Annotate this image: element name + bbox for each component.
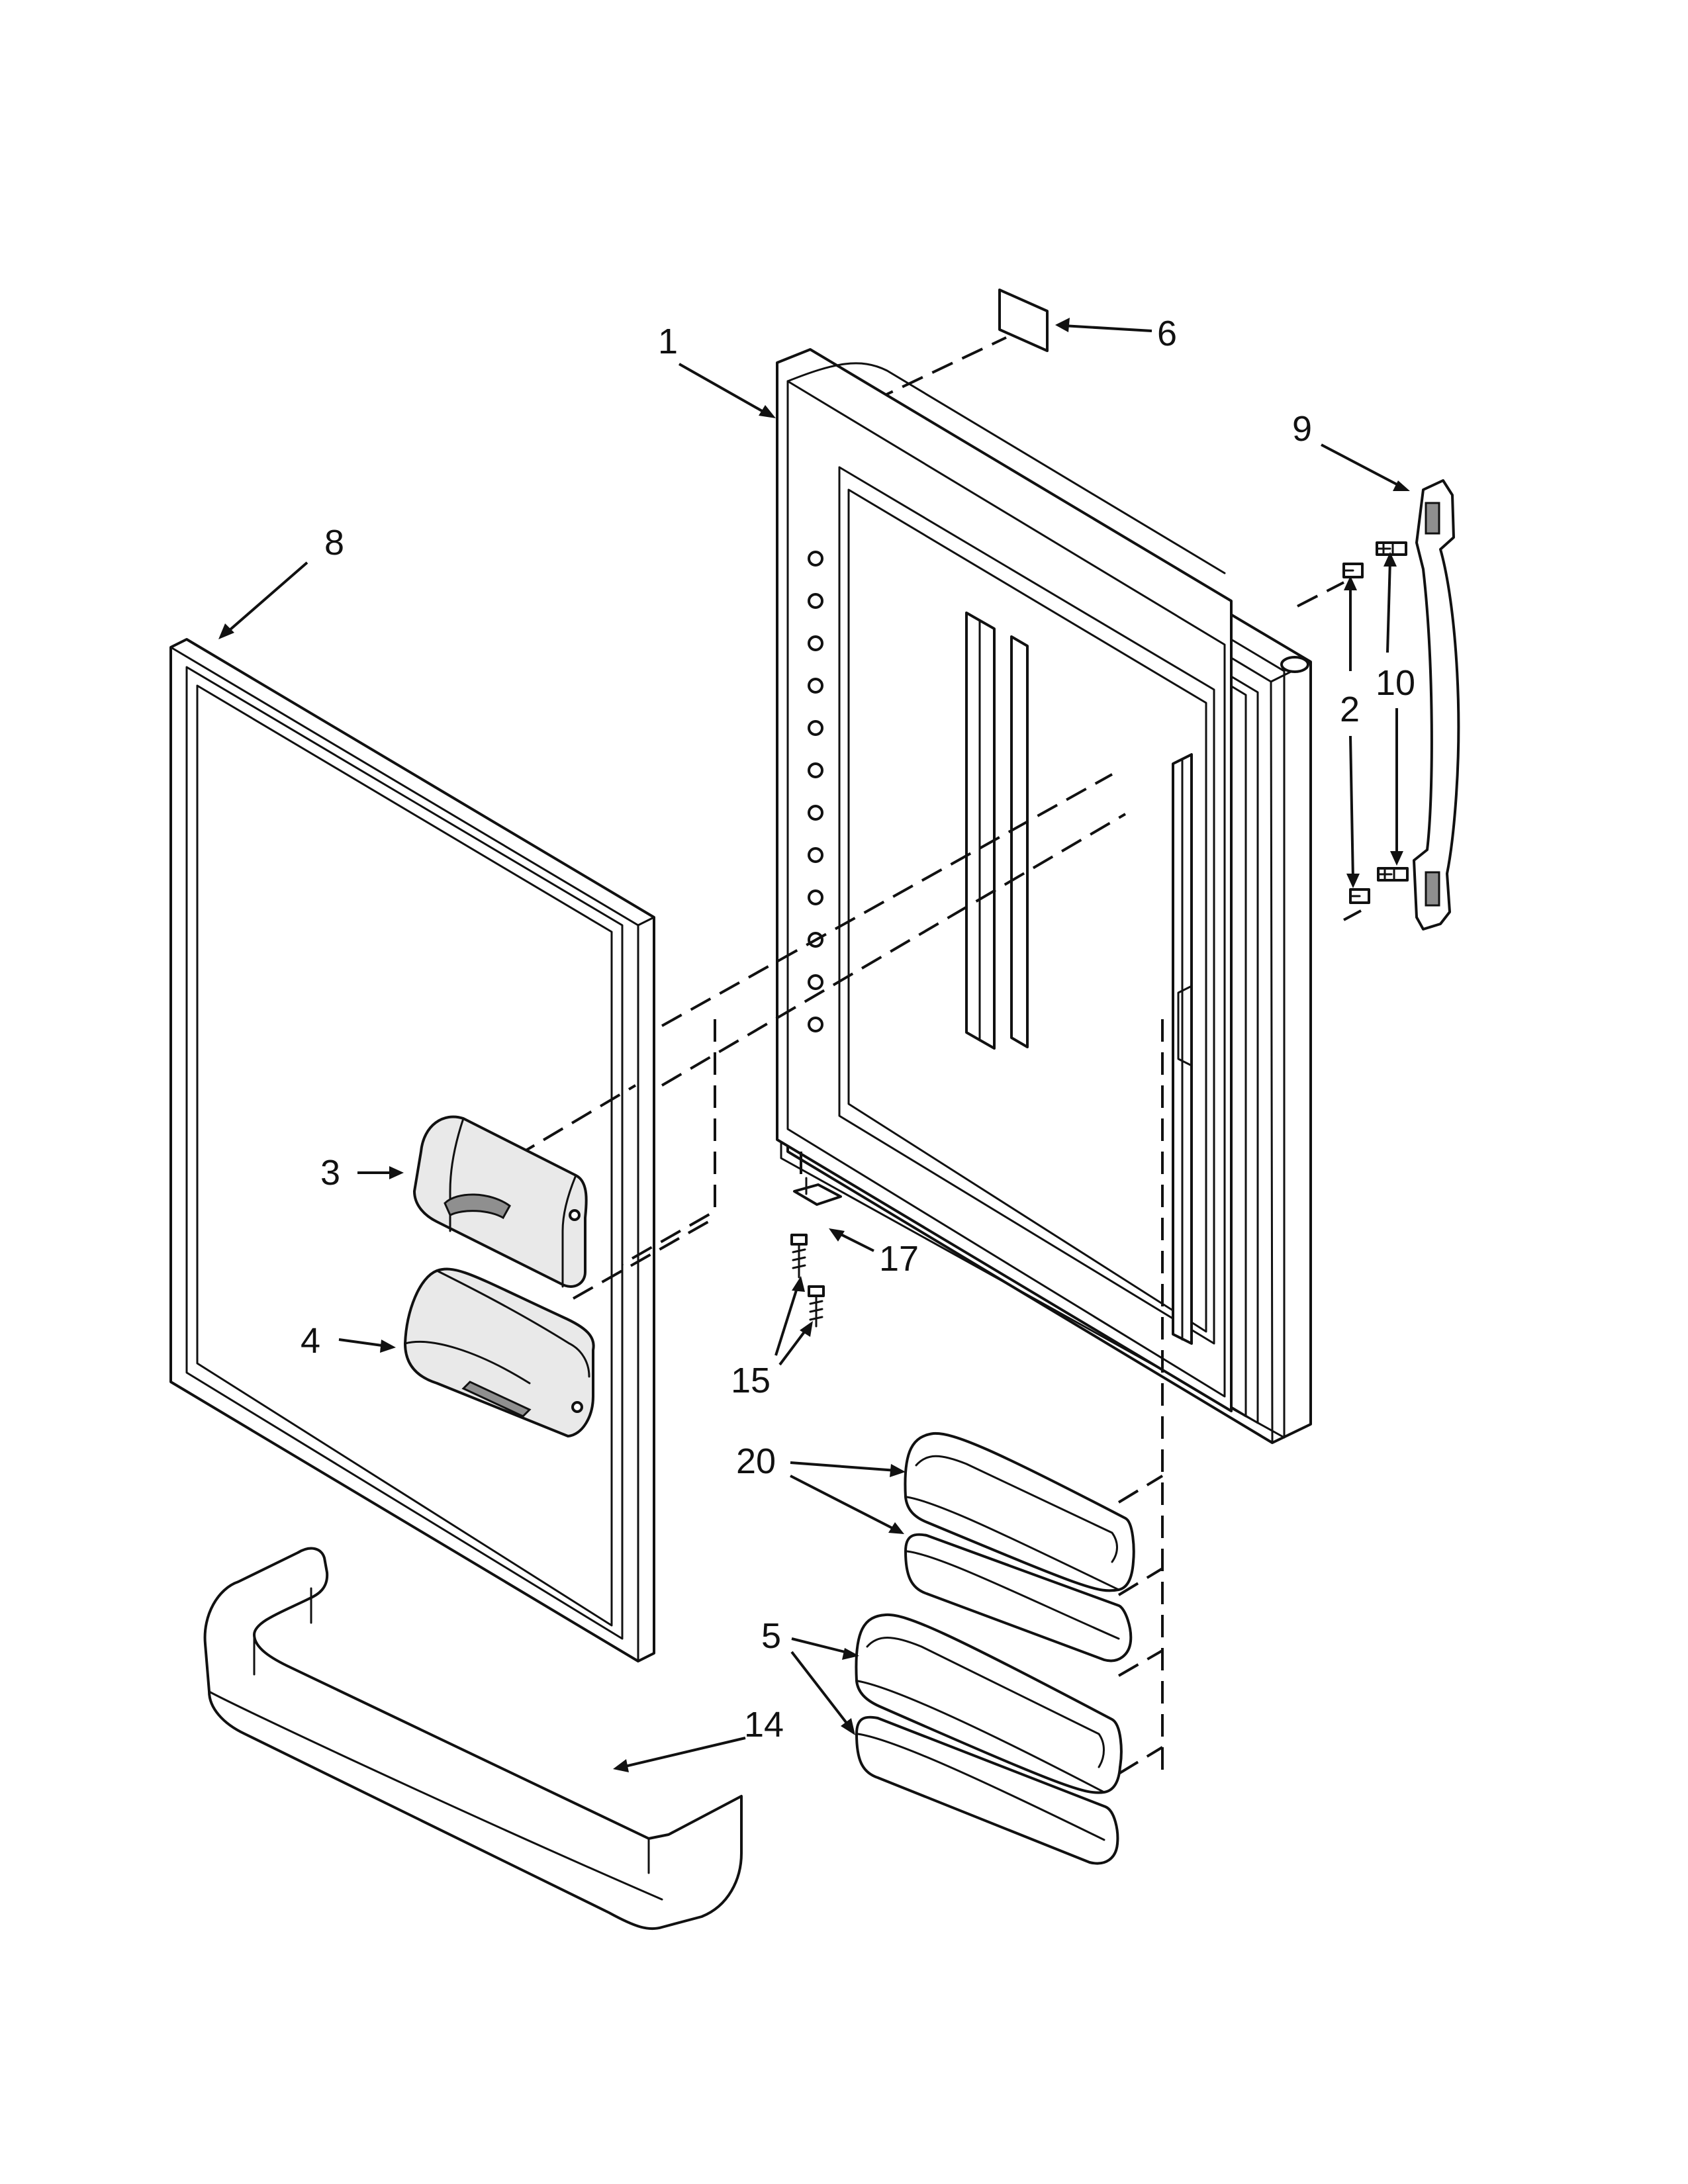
- shelf-lower-part: [855, 1613, 1123, 1865]
- callout-5: 5: [761, 1616, 781, 1656]
- callout-8: 8: [324, 523, 344, 563]
- bin-cover-part: [413, 1115, 588, 1288]
- callout-10: 10: [1376, 663, 1415, 703]
- callout-6: 6: [1157, 314, 1177, 353]
- door-part: [776, 348, 1312, 1444]
- callout-3: 3: [320, 1153, 340, 1193]
- callout-14: 14: [744, 1705, 784, 1745]
- door-liner-part: [169, 638, 655, 1662]
- shelf-upper-part: [904, 1432, 1135, 1662]
- callout-labels: 1 6 9 8 2 10 3 4 17 15 20 5 14: [301, 314, 1415, 1745]
- screws-handle-part: [1342, 541, 1409, 904]
- leader-lines: [218, 318, 1410, 1772]
- callout-9: 9: [1292, 409, 1312, 449]
- callout-15: 15: [731, 1361, 771, 1400]
- screws-hinge-part: [790, 1234, 825, 1328]
- guide-line-label: [872, 336, 1007, 402]
- shelf-peg-holes: [808, 551, 823, 1032]
- callout-17: 17: [879, 1239, 919, 1279]
- label-part: [998, 289, 1049, 352]
- callout-2: 2: [1340, 690, 1360, 729]
- hinge-bracket-part: [793, 1177, 842, 1206]
- guide-lines: [514, 581, 1362, 1775]
- bin-part: [404, 1267, 595, 1437]
- door-shelf-part: [203, 1547, 743, 1931]
- callout-20: 20: [736, 1441, 776, 1481]
- callout-1: 1: [658, 322, 678, 361]
- handle-part: [1413, 479, 1460, 931]
- callout-4: 4: [301, 1321, 320, 1361]
